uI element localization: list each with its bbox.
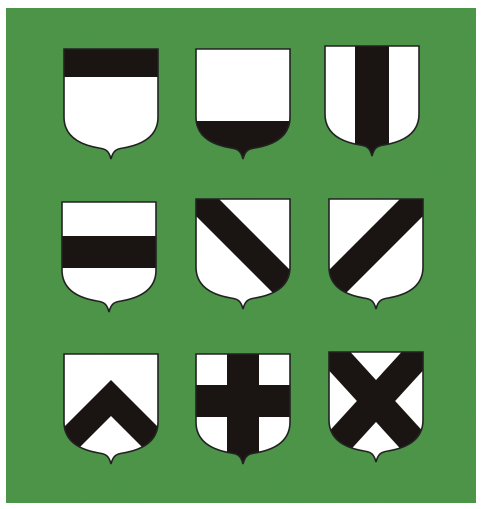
shield-bend xyxy=(193,195,293,315)
shield-cross xyxy=(193,350,293,470)
shield-base xyxy=(193,45,293,165)
charge-fess xyxy=(59,236,159,268)
shield-chief xyxy=(61,45,161,165)
shield-pale xyxy=(322,42,422,162)
shield-saltire xyxy=(326,348,426,468)
shield-chevron xyxy=(61,350,161,470)
charge-base xyxy=(193,121,293,171)
shield-fess xyxy=(59,198,159,318)
charge-pale xyxy=(355,42,389,162)
shield-bend-sinister xyxy=(326,195,426,315)
